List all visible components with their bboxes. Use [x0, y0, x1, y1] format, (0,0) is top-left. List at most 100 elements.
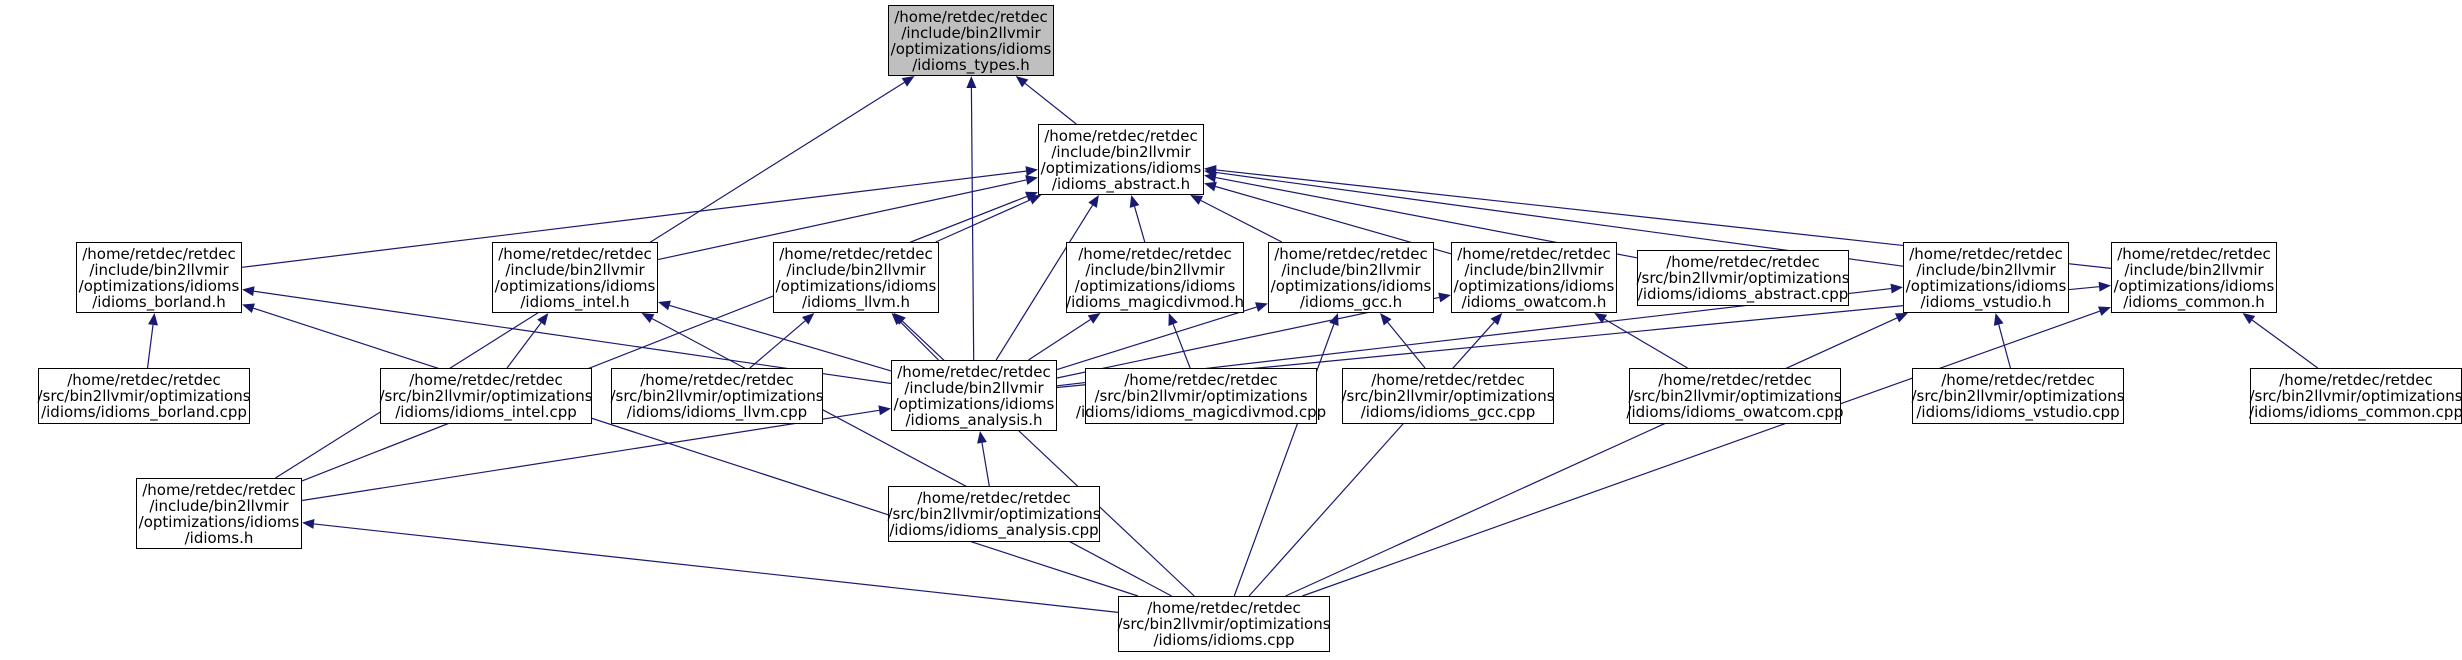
edge-abstract_h-to-types	[1024, 82, 1077, 125]
node-idioms-analysis-h[interactable]: /home/retdec/retdec/include/bin2llvmir/o…	[891, 360, 1057, 431]
node-label-line: /home/retdec/retdec	[2117, 244, 2271, 263]
node-idioms-magicdivmod-cpp[interactable]: /home/retdec/retdec/src/bin2llvmir/optim…	[1076, 368, 1326, 424]
edge-idioms_cpp-to-intel_h	[651, 318, 1172, 597]
node-label-line: /optimizations/idioms	[890, 39, 1052, 58]
node-label-line: /idioms/idioms_borland.cpp	[41, 403, 247, 421]
node-idioms-intel-cpp[interactable]: /home/retdec/retdec/src/bin2llvmir/optim…	[379, 368, 593, 424]
arrowhead-analysis_h-to-intel_h	[658, 300, 671, 311]
node-label-line: /home/retdec/retdec	[1044, 126, 1198, 145]
node-label-line: /home/retdec/retdec	[498, 244, 652, 263]
arrowhead-analysis_cpp-to-analysis_h	[977, 431, 987, 444]
node-label-line: /idioms_common.h	[2123, 292, 2265, 311]
node-label-line: /idioms_magicdivmod.h	[1066, 292, 1244, 311]
node-label-line: /idioms/idioms.cpp	[1153, 631, 1295, 649]
arrowhead-analysis_h-to-types	[966, 76, 977, 89]
node-idioms-analysis-cpp[interactable]: /home/retdec/retdec/src/bin2llvmir/optim…	[887, 486, 1101, 542]
node-label-line: /src/bin2llvmir/optimizations	[1094, 387, 1308, 405]
node-idioms-owatcom-cpp[interactable]: /home/retdec/retdec/src/bin2llvmir/optim…	[1626, 368, 1844, 424]
edge-idioms_cpp-to-idioms_h	[313, 523, 1119, 613]
node-label-line: /home/retdec/retdec	[82, 244, 236, 263]
node-label-line: /idioms_owatcom.h	[1461, 292, 1607, 311]
edge-analysis_h-to-intel_h	[669, 304, 892, 372]
node-label-line: /include/bin2llvmir	[149, 496, 289, 515]
node-idioms-h[interactable]: /home/retdec/retdec/include/bin2llvmir/o…	[136, 478, 302, 549]
node-label-line: /idioms/idioms_common.cpp	[2249, 403, 2462, 421]
node-label-line: /optimizations/idioms	[2113, 276, 2275, 295]
edge-gcc_h-to-abstract_h	[1200, 199, 1283, 243]
node-idioms-vstudio-cpp[interactable]: /home/retdec/retdec/src/bin2llvmir/optim…	[1911, 368, 2125, 424]
node-label-line: /idioms/idioms_llvm.cpp	[626, 403, 808, 421]
node-label-line: /include/bin2llvmir	[505, 260, 645, 279]
arrowhead-idioms_cpp-to-common_h	[2098, 306, 2111, 316]
node-label-line: /include/bin2llvmir	[1281, 260, 1421, 279]
node-idioms-borland-h[interactable]: /home/retdec/retdec/include/bin2llvmir/o…	[76, 242, 242, 313]
node-label-line: /optimizations/idioms	[1453, 276, 1615, 295]
node-label-line: /optimizations/idioms	[494, 276, 656, 295]
arrowhead-idioms_h-to-abstract_h	[1025, 191, 1038, 202]
node-idioms-abstract-h[interactable]: /home/retdec/retdec/include/bin2llvmir/o…	[1038, 124, 1204, 195]
node-idioms-magicdivmod-h[interactable]: /home/retdec/retdec/include/bin2llvmir/o…	[1066, 242, 1244, 313]
node-label-line: /home/retdec/retdec	[1457, 244, 1611, 263]
arrowhead-analysis_h-to-owatcom_h	[1438, 292, 1451, 303]
arrowhead-idioms_cpp-to-intel_h	[641, 313, 655, 324]
edge-intel_cpp-to-intel_h	[506, 322, 542, 369]
node-idioms-types-h: /home/retdec/retdec/include/bin2llvmir/o…	[888, 5, 1054, 76]
node-idioms-abstract-cpp[interactable]: /home/retdec/retdec/src/bin2llvmir/optim…	[1636, 250, 1850, 306]
node-idioms-gcc-h[interactable]: /home/retdec/retdec/include/bin2llvmir/o…	[1268, 242, 1434, 313]
node-idioms-common-cpp[interactable]: /home/retdec/retdec/src/bin2llvmir/optim…	[2249, 368, 2462, 424]
arrowhead-magicdivmod_cpp-to-magicdivmod_h	[1168, 313, 1178, 326]
arrowhead-abstract_h-to-types	[1015, 76, 1029, 88]
node-label-line: /home/retdec/retdec	[1147, 599, 1301, 617]
edge-magicdivmod_h-to-abstract_h	[1133, 206, 1146, 243]
edge-magicdivmod_cpp-to-magicdivmod_h	[1172, 323, 1191, 369]
edge-llvm_h-to-abstract_h	[935, 199, 1031, 243]
node-idioms-vstudio-h[interactable]: /home/retdec/retdec/include/bin2llvmir/o…	[1903, 242, 2069, 313]
node-idioms-llvm-h[interactable]: /home/retdec/retdec/include/bin2llvmir/o…	[773, 242, 939, 313]
edge-vstudio_cpp-to-vstudio_h	[1998, 324, 2012, 369]
node-label-line: /idioms/idioms_analysis.cpp	[889, 521, 1099, 539]
node-label-line: /home/retdec/retdec	[894, 7, 1048, 26]
arrowhead-borland_h-to-abstract_h	[1025, 166, 1038, 177]
edge-analysis_h-to-types	[970, 87, 975, 361]
arrowhead-intel_h-to-abstract_h	[1025, 175, 1038, 185]
node-label-line: /include/bin2llvmir	[1464, 260, 1604, 279]
node-idioms-common-h[interactable]: /home/retdec/retdec/include/bin2llvmir/o…	[2111, 242, 2277, 313]
edge-idioms_cpp-to-gcc_h	[1233, 324, 1335, 597]
node-label-line: /optimizations/idioms	[78, 276, 240, 295]
edge-idioms_cpp-to-owatcom_h	[1248, 321, 1495, 597]
arrowhead-llvm_cpp-to-llvm_h	[801, 313, 815, 325]
node-label-line: /idioms_abstract.h	[1051, 174, 1191, 193]
node-idioms-intel-h[interactable]: /home/retdec/retdec/include/bin2llvmir/o…	[492, 242, 658, 313]
edge-owatcom_cpp-to-owatcom_h	[1604, 318, 1688, 369]
node-idioms-gcc-cpp[interactable]: /home/retdec/retdec/src/bin2llvmir/optim…	[1341, 368, 1555, 424]
node-label-line: /optimizations/idioms	[1270, 276, 1432, 295]
node-idioms-llvm-cpp[interactable]: /home/retdec/retdec/src/bin2llvmir/optim…	[610, 368, 824, 424]
node-label-line: /include/bin2llvmir	[904, 378, 1044, 397]
arrowhead-borland_cpp-to-borland_h	[148, 313, 158, 326]
arrowhead-idioms_cpp-to-vstudio_h	[1894, 313, 1908, 323]
node-label-line: /src/bin2llvmir/optimizations	[1628, 387, 1842, 405]
node-label-line: /optimizations/idioms	[893, 394, 1055, 413]
edge-borland_cpp-to-borland_h	[146, 324, 154, 369]
arrowhead-owatcom_h-to-abstract_h	[1204, 181, 1217, 192]
node-idioms-cpp[interactable]: /home/retdec/retdec/src/bin2llvmir/optim…	[1117, 596, 1331, 652]
edge-idioms_h-to-analysis_h	[301, 409, 880, 502]
node-label-line: /home/retdec/retdec	[1124, 371, 1278, 389]
node-label-line: /idioms.h	[184, 528, 254, 547]
node-label-line: /include/bin2llvmir	[89, 260, 229, 279]
edge-intel_h-to-abstract_h	[657, 179, 1027, 261]
arrowhead-common_h-to-abstract_h	[1204, 164, 1217, 175]
arrowhead-analysis_h-to-gcc_h	[1255, 302, 1268, 312]
node-label-line: /home/retdec/retdec	[409, 371, 563, 389]
node-label-line: /src/bin2llvmir/optimizations	[1341, 387, 1555, 405]
arrowhead-intel_cpp-to-intel_h	[537, 313, 549, 326]
node-idioms-borland-cpp[interactable]: /home/retdec/retdec/src/bin2llvmir/optim…	[37, 368, 251, 424]
edge-borland_h-to-abstract_h	[241, 170, 1027, 268]
arrowhead-idioms_cpp-to-borland_h	[242, 303, 255, 313]
node-idioms-owatcom-h[interactable]: /home/retdec/retdec/include/bin2llvmir/o…	[1451, 242, 1617, 313]
edge-idioms_cpp-to-common_h	[1302, 310, 2100, 597]
node-label-line: /idioms/idioms_gcc.cpp	[1360, 403, 1536, 421]
node-label-line: /include/bin2llvmir	[1916, 260, 2056, 279]
node-label-line: /home/retdec/retdec	[1274, 244, 1428, 263]
